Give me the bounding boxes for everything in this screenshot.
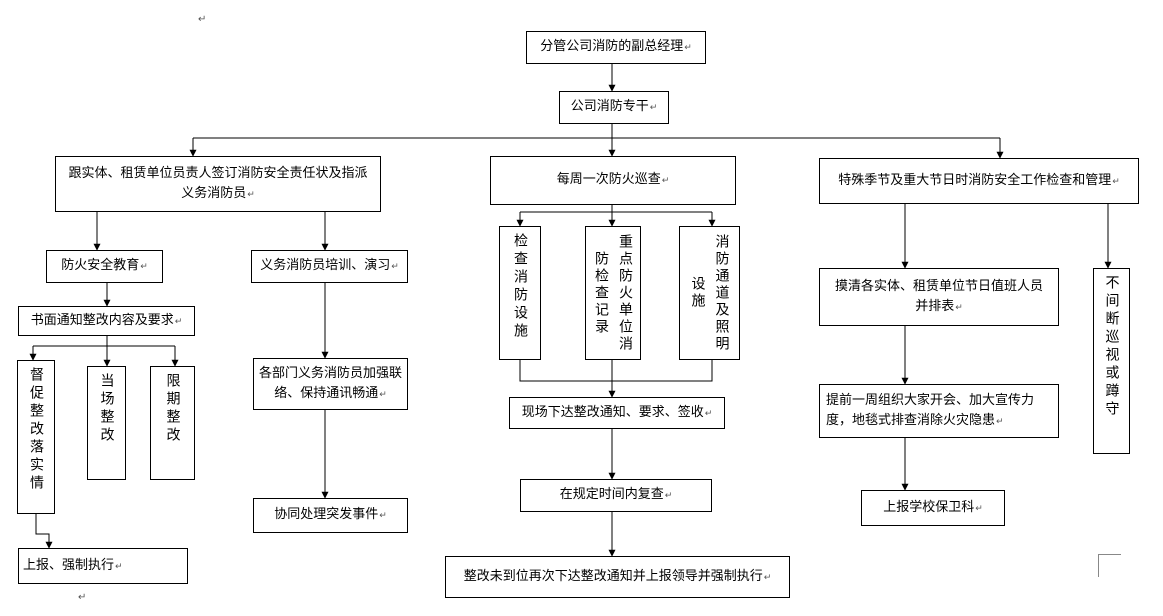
key-units-box: 重点防火单位消防检查记录 — [585, 226, 641, 360]
onsite-notice-box: 现场下达整改通知、要求、签收 — [509, 397, 725, 429]
weekly-patrol-box: 每周一次防火巡查 — [490, 156, 736, 205]
report-security-label: 上报学校保卫科 — [879, 499, 987, 518]
written-notice-box: 书面通知整改内容及要求 — [18, 306, 195, 336]
dept-liaison-label: 各部门义务消防员加强联络、保持通讯畅通 — [254, 364, 407, 405]
evacuation-label: 消防通道及照明设施 — [689, 233, 730, 353]
weekly-patrol-label: 每周一次防火巡查 — [553, 171, 674, 190]
fire-officer-label: 公司消防专干 — [567, 98, 662, 117]
report-enforce-box: 上报、强制执行 — [18, 548, 188, 584]
special-season-box: 特殊季节及重大节日时消防安全工作检查和管理 — [819, 158, 1139, 204]
week-ahead-box: 提前一周组织大家开会、加大宣传力度，地毯式排查消除火灾隐患 — [819, 384, 1059, 438]
handle-emergency-label: 协同处理突发事件 — [270, 506, 391, 525]
sign-responsibility-box: 跟实体、租赁单位员责人签订消防安全责任状及指派义务消防员 — [55, 156, 381, 212]
safety-education-label: 防火安全教育 — [57, 257, 152, 276]
vice-manager-label: 分管公司消防的副总经理 — [536, 38, 696, 57]
written-notice-label: 书面通知整改内容及要求 — [27, 312, 187, 331]
safety-education-box: 防火安全教育 — [46, 250, 163, 283]
supervise-box: 督促整改落实情 — [17, 360, 55, 514]
on-site-box: 当场整改 — [87, 366, 126, 480]
vice-manager-box: 分管公司消防的副总经理 — [526, 31, 706, 64]
reissue-box: 整改未到位再次下达整改通知并上报领导并强制执行 — [445, 556, 790, 598]
fire-officer-box: 公司消防专干 — [559, 91, 669, 124]
deadline-box: 限期整改 — [150, 366, 195, 480]
patrol-guard-label: 不间断巡视或蹲守 — [1103, 275, 1120, 419]
volunteer-training-label: 义务消防员培训、演习 — [256, 257, 403, 276]
reissue-label: 整改未到位再次下达整改通知并上报领导并强制执行 — [460, 568, 776, 587]
handle-emergency-box: 协同处理突发事件 — [253, 498, 408, 533]
recheck-label: 在规定时间内复查 — [556, 486, 677, 505]
holiday-duty-box: 摸清各实体、租赁单位节日值班人员并排表 — [819, 268, 1059, 326]
week-ahead-label: 提前一周组织大家开会、加大宣传力度，地毯式排查消除火灾隐患 — [820, 391, 1058, 432]
report-enforce-label: 上报、强制执行 — [19, 557, 187, 576]
dept-liaison-box: 各部门义务消防员加强联络、保持通讯畅通 — [253, 358, 408, 410]
inspect-facilities-label: 检查消防设施 — [512, 233, 528, 341]
evacuation-box: 消防通道及照明设施 — [679, 226, 740, 360]
recheck-box: 在规定时间内复查 — [520, 479, 712, 512]
report-security-box: 上报学校保卫科 — [861, 490, 1005, 526]
patrol-guard-box: 不间断巡视或蹲守 — [1093, 268, 1130, 454]
sign-responsibility-label: 跟实体、租赁单位员责人签订消防安全责任状及指派义务消防员 — [56, 164, 380, 205]
page-corner-mark — [1098, 554, 1121, 577]
inspect-facilities-box: 检查消防设施 — [499, 226, 541, 360]
holiday-duty-label: 摸清各实体、租赁单位节日值班人员并排表 — [820, 277, 1058, 318]
special-season-label: 特殊季节及重大节日时消防安全工作检查和管理 — [834, 172, 1124, 191]
deadline-label: 限期整改 — [164, 373, 181, 445]
paragraph-mark: ↵ — [78, 592, 87, 603]
paragraph-mark: ↵ — [198, 14, 207, 25]
key-units-label: 重点防火单位消防检查记录 — [593, 233, 633, 353]
on-site-label: 当场整改 — [98, 373, 115, 445]
supervise-label: 督促整改落实情 — [28, 367, 44, 493]
volunteer-training-box: 义务消防员培训、演习 — [251, 250, 408, 283]
onsite-notice-label: 现场下达整改通知、要求、签收 — [518, 404, 717, 423]
